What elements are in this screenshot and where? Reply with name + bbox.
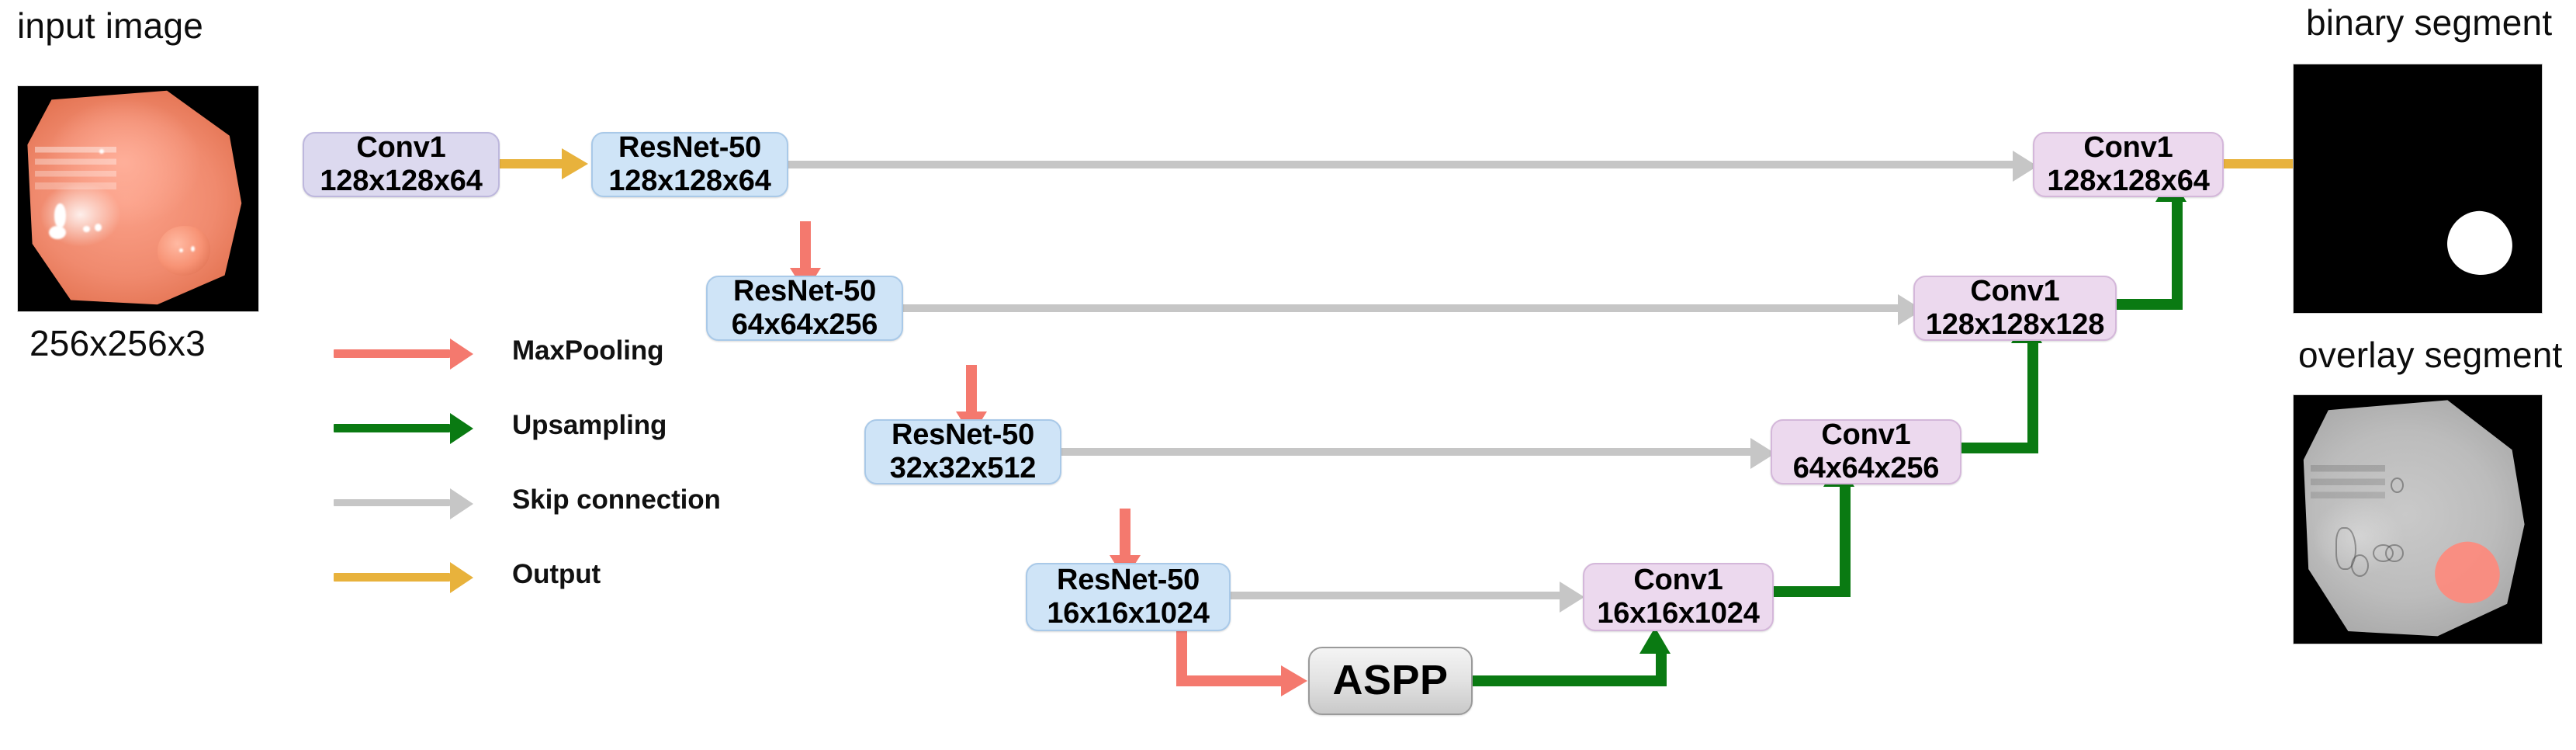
connector-upsample-1-horizontal xyxy=(1773,586,1851,597)
node-resnet50-3[interactable]: ResNet-50 32x32x512 xyxy=(864,418,1061,484)
node-resnet50-4-shape: 16x16x1024 xyxy=(1047,597,1210,630)
overlay-grayscale-photo xyxy=(2303,400,2525,637)
node-aspp[interactable]: ASPP xyxy=(1308,647,1473,715)
connector-skip-4-head-icon xyxy=(1560,582,1584,613)
binary-mask-background xyxy=(2294,64,2542,313)
skip-connection-arrow-head-icon xyxy=(450,488,473,519)
connector-skip-3 xyxy=(1061,448,1750,456)
connector-maxpool-2 xyxy=(966,365,977,413)
node-conv1-decoder-1-shape: 16x16x1024 xyxy=(1597,597,1760,630)
mucosa-vein xyxy=(2335,526,2356,570)
specular-highlight xyxy=(178,248,183,253)
node-conv1-decoder-2-shape: 64x64x256 xyxy=(1792,452,1940,484)
skip-connection-arrow-icon xyxy=(334,499,450,506)
specular-highlight xyxy=(99,149,104,154)
connector-upsample-aspp-vertical xyxy=(1656,652,1667,686)
node-conv1-decoder-1-name: Conv1 xyxy=(1633,563,1723,596)
connector-maxpool-aspp-vertical xyxy=(1176,630,1187,686)
connector-maxpool-aspp-head-icon xyxy=(1281,665,1307,696)
connector-output-stem-head-icon xyxy=(562,148,588,179)
node-resnet50-2-shape: 64x64x256 xyxy=(731,308,878,341)
connector-upsample-aspp-horizontal xyxy=(1471,675,1667,686)
node-conv1-stem-shape: 128x128x64 xyxy=(320,165,483,197)
maxpooling-arrow-head-icon xyxy=(450,339,473,370)
connector-skip-1 xyxy=(788,161,2013,168)
legend-label-output: Output xyxy=(512,559,601,589)
specular-highlight xyxy=(49,225,66,240)
specular-highlight xyxy=(82,225,90,233)
legend-label-maxpooling: MaxPooling xyxy=(512,335,664,366)
mucosa-vein xyxy=(2350,554,2369,578)
overlay-segment-title: overlay segment xyxy=(2298,335,2563,375)
legend-label-skip-connection: Skip connection xyxy=(512,484,721,515)
node-conv1-decoder-4-shape: 128x128x64 xyxy=(2047,165,2210,197)
overlay-osd-text xyxy=(2311,464,2386,507)
specular-highlight xyxy=(95,223,102,232)
node-conv1-decoder-1[interactable]: Conv1 16x16x1024 xyxy=(1583,563,1774,631)
node-resnet50-3-shape: 32x32x512 xyxy=(889,452,1037,484)
input-image-title: input image xyxy=(17,5,204,46)
node-conv1-stem-name: Conv1 xyxy=(356,130,446,164)
connector-skip-4 xyxy=(1231,592,1560,599)
overlay-segment-image xyxy=(2293,394,2543,644)
node-resnet50-4[interactable]: ResNet-50 16x16x1024 xyxy=(1026,563,1231,631)
connector-maxpool-1 xyxy=(800,221,811,269)
node-conv1-decoder-4-name: Conv1 xyxy=(2083,130,2173,164)
specular-highlight xyxy=(191,245,196,252)
binary-segment-title: binary segment xyxy=(2306,2,2553,43)
node-conv1-decoder-3-shape: 128x128x128 xyxy=(1925,308,2105,341)
node-resnet50-3-name: ResNet-50 xyxy=(891,418,1035,451)
node-aspp-name: ASPP xyxy=(1332,657,1449,704)
node-resnet50-1-name: ResNet-50 xyxy=(618,130,762,164)
node-resnet50-2-name: ResNet-50 xyxy=(732,274,877,307)
input-shape-label: 256x256x3 xyxy=(29,323,206,363)
node-resnet50-1-shape: 128x128x64 xyxy=(608,165,771,197)
node-resnet50-2[interactable]: ResNet-50 64x64x256 xyxy=(706,274,903,341)
endoscopy-photo xyxy=(27,90,242,305)
connector-upsample-3-horizontal xyxy=(2105,299,2183,310)
output-arrow-icon xyxy=(334,573,450,582)
upsampling-arrow-head-icon xyxy=(450,413,473,444)
node-resnet50-4-name: ResNet-50 xyxy=(1056,563,1200,596)
connector-upsample-2-horizontal xyxy=(1961,443,2038,453)
node-conv1-decoder-2[interactable]: Conv1 64x64x256 xyxy=(1771,418,1961,484)
node-conv1-decoder-4[interactable]: Conv1 128x128x64 xyxy=(2033,130,2224,197)
connector-upsample-3-vertical xyxy=(2172,200,2183,310)
specular-highlight xyxy=(54,203,66,228)
connector-skip-2 xyxy=(902,304,1898,312)
node-conv1-decoder-2-name: Conv1 xyxy=(1821,418,1911,451)
legend-label-upsampling: Upsampling xyxy=(512,410,667,440)
output-arrow-head-icon xyxy=(450,562,473,593)
connector-output-stem xyxy=(500,159,562,168)
maxpooling-arrow-icon xyxy=(334,349,450,358)
connector-output-final xyxy=(2224,159,2301,168)
connector-upsample-aspp-head-icon xyxy=(1639,627,1671,654)
connector-maxpool-aspp-horizontal xyxy=(1176,675,1281,686)
scope-osd-text xyxy=(34,147,117,190)
input-image xyxy=(17,85,259,312)
connector-upsample-2-vertical xyxy=(2027,342,2038,453)
node-conv1-decoder-3[interactable]: Conv1 128x128x128 xyxy=(1913,274,2117,341)
mucosa-vein xyxy=(2385,544,2404,563)
node-conv1-decoder-3-name: Conv1 xyxy=(1970,274,2060,307)
binary-segment-image xyxy=(2293,64,2543,314)
connector-maxpool-3 xyxy=(1120,509,1130,557)
node-conv1-stem[interactable]: Conv1 128x128x64 xyxy=(303,130,500,197)
polyp-bump xyxy=(157,225,210,276)
upsampling-arrow-icon xyxy=(334,424,450,432)
node-resnet50-1[interactable]: ResNet-50 128x128x64 xyxy=(591,130,788,197)
mucosa-vein xyxy=(2390,477,2404,493)
connector-upsample-1-vertical xyxy=(1840,485,1851,597)
